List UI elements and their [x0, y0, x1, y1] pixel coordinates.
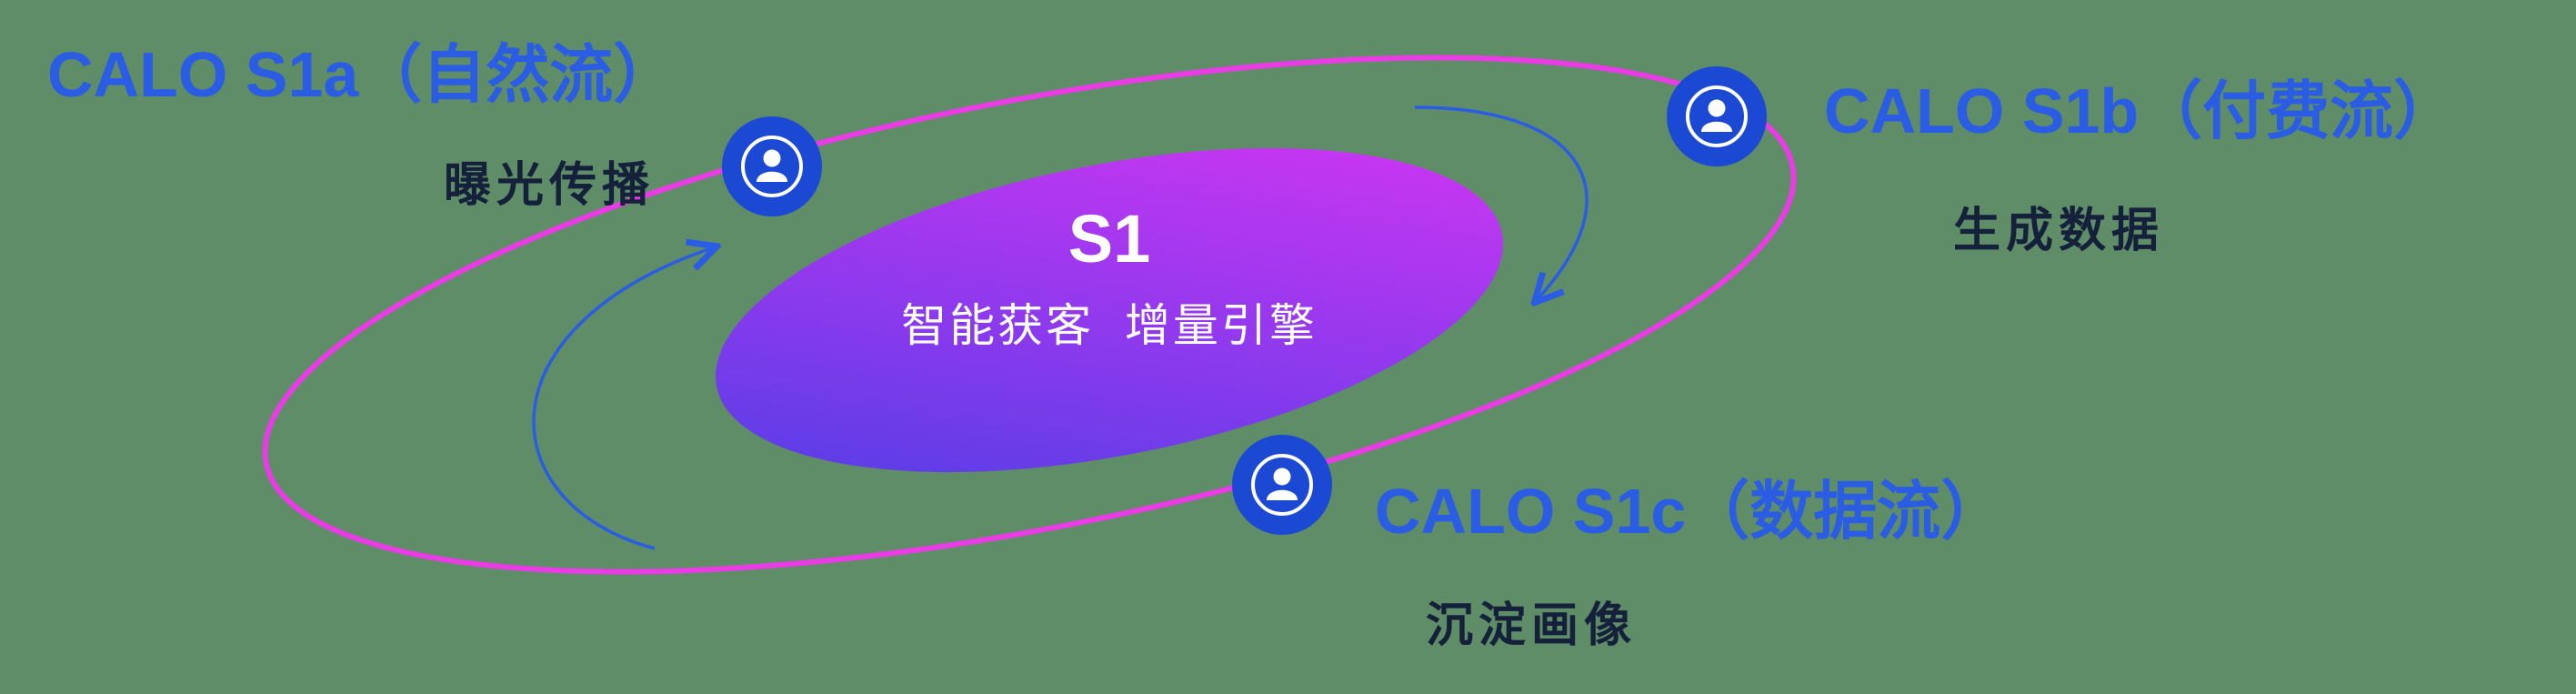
node-title-s1b: CALO S1b（付费流） — [1824, 75, 2458, 146]
user-circle-icon-s1b — [1667, 66, 1767, 166]
core-ellipse — [716, 147, 1503, 473]
orbit-ring — [262, 55, 1797, 575]
node-title-s1a: CALO S1a（自然流） — [47, 39, 677, 110]
user-circle-icon-s1c — [1232, 435, 1332, 535]
core-title: S1 — [1067, 201, 1151, 277]
node-subtitle-s1b: 生成数据 — [1953, 205, 2165, 257]
core-text-group: S1 智能获客 增量引擎 — [746, 206, 1473, 355]
node-subtitle-s1c: 沉淀画像 — [1426, 599, 1638, 652]
node-subtitle-s1a: 曝光传播 — [444, 159, 656, 212]
flow-arrow-left — [532, 247, 714, 550]
node-title-s1c: CALO S1c（数据流） — [1375, 476, 2005, 547]
user-circle-icon-s1a — [722, 116, 822, 216]
flow-arrow-right — [1414, 106, 1589, 300]
core-subtitle: 智能获客 增量引擎 — [901, 300, 1318, 351]
